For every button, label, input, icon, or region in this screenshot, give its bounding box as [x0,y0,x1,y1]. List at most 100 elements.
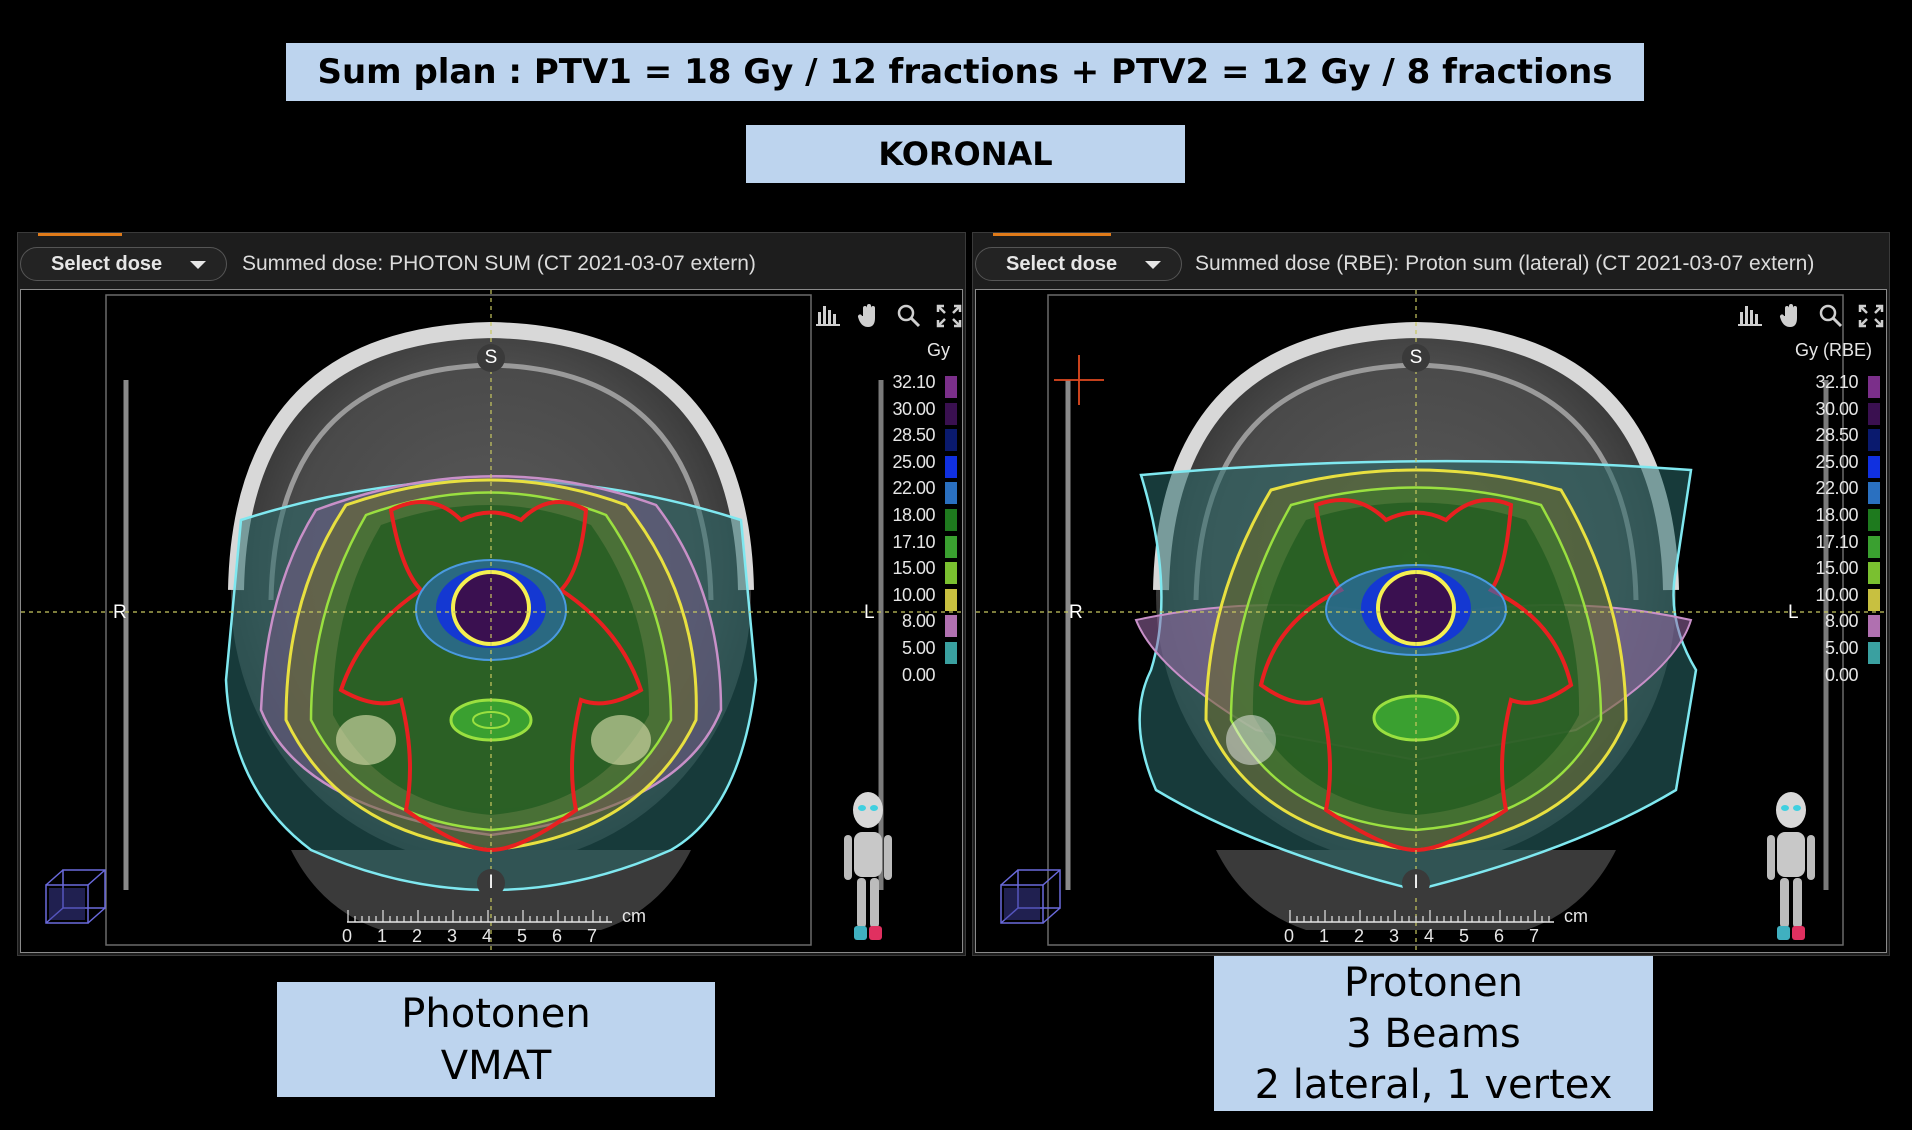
caption-line: Photonen [401,991,591,1037]
pan-hand-icon[interactable] [1776,302,1806,330]
legend-row: 8.00 [861,611,957,638]
legend-row: 25.00 [861,452,957,479]
orientation-right: R [1069,602,1083,623]
caption-line: 2 lateral, 1 vertex [1254,1062,1613,1108]
chevron-down-icon[interactable] [1145,261,1161,269]
legend-row: 0.00 [1784,665,1880,692]
select-dose-label: Select dose [1006,253,1118,275]
ruler-tick-label: 1 [1319,926,1330,946]
legend-value: 18.00 [1815,504,1858,525]
active-tab-indicator [993,233,1111,236]
legend-value: 28.50 [892,425,935,446]
legend-swatch [1868,615,1880,638]
legend-value: 28.50 [1815,425,1858,446]
fit-to-window-icon[interactable] [934,302,963,330]
legend-row: 30.00 [1784,399,1880,426]
ruler-tick-label: 2 [412,926,423,946]
ruler-tick-label: 0 [342,926,353,946]
ruler-tick-label: 6 [1494,926,1505,946]
dose-unit-label: Gy (RBE) [1795,340,1873,360]
select-dose-dropdown[interactable]: Select dose [975,247,1182,281]
fit-to-window-icon[interactable] [1856,302,1886,330]
legend-value: 30.00 [1815,398,1858,419]
pan-hand-icon[interactable] [854,302,884,330]
orientation-right: R [113,602,127,623]
patient-avatar-icon [844,792,892,940]
legend-value: 22.00 [892,478,935,499]
summed-dose-label: Summed dose: PHOTON SUM (CT 2021-03-07 e… [242,252,756,275]
legend-swatch [1868,535,1880,558]
zoom-icon[interactable] [894,302,924,330]
histogram-icon[interactable] [1736,302,1766,330]
view-cube-icon [49,888,85,920]
legend-value: 17.10 [1815,531,1858,552]
legend-row: 32.10 [861,372,957,399]
dose-toolbar: Select dose Summed dose (RBE): Proton su… [973,241,1889,281]
coronal-ct-dose-image[interactable] [976,290,1887,953]
legend-row: 18.00 [1784,505,1880,532]
dose-unit-label: Gy [927,340,951,360]
patient-avatar-icon [1767,792,1815,940]
zoom-icon[interactable] [1816,302,1846,330]
viewport-tools [814,302,963,330]
legend-value: 10.00 [1815,584,1858,605]
legend-row: 18.00 [861,505,957,532]
legend-row: 28.50 [861,425,957,452]
orientation-superior: S [477,344,505,372]
coronal-ct-dose-image[interactable] [21,290,963,953]
legend-value: 18.00 [892,504,935,525]
ruler-tick-label: 4 [482,926,493,946]
legend-row: 22.00 [1784,478,1880,505]
legend-swatch [945,376,957,398]
ruler-tick-label: 2 [1354,926,1365,946]
histogram-icon[interactable] [814,302,844,330]
legend-swatch [1868,455,1880,478]
ruler-tick-label: 1 [377,926,388,946]
chevron-down-icon[interactable] [190,261,206,269]
legend-row: 8.00 [1784,611,1880,638]
legend-row: 17.10 [861,532,957,559]
legend-row: 10.00 [1784,585,1880,612]
legend-value: 25.00 [1815,451,1858,472]
legend-value: 0.00 [901,664,936,685]
legend-swatch [1868,402,1880,425]
legend-value: 25.00 [892,451,935,472]
ruler-tick-label: 3 [447,926,458,946]
legend-value: 15.00 [892,558,935,579]
legend-row: 5.00 [1784,638,1880,665]
legend-value: 5.00 [1824,637,1859,658]
legend-value: 32.10 [892,372,935,392]
legend-row: 28.50 [1784,425,1880,452]
orientation-inferior: I [477,869,505,897]
legend-row: 10.00 [861,585,957,612]
legend-value: 8.00 [1824,611,1859,632]
summed-dose-label: Summed dose (RBE): Proton sum (lateral) … [1195,252,1815,275]
legend-swatch [945,588,957,611]
ruler-tick-label: 3 [1389,926,1400,946]
view-cube-icon [1004,888,1040,920]
legend-row: 17.10 [1784,532,1880,559]
view-orientation-banner: KORONAL [746,125,1185,183]
legend-row: 15.00 [861,558,957,585]
legend-row: 32.10 [1784,372,1880,399]
legend-row: 15.00 [1784,558,1880,585]
select-dose-dropdown[interactable]: Select dose [20,247,227,281]
ruler-tick-label: 7 [587,926,598,946]
orientation-superior: S [1402,344,1430,372]
legend-swatch [945,535,957,558]
legend-swatch [1868,482,1880,505]
legend-value: 17.10 [892,531,935,552]
legend-swatch [1868,508,1880,531]
orientation-left: L [864,602,875,623]
legend-swatch [1868,588,1880,611]
photon-dose-panel: Select dose Summed dose: PHOTON SUM (CT … [17,232,966,956]
legend-value: 15.00 [1815,558,1858,579]
dose-color-legend: 32.10 30.00 28.50 25.00 22.00 18.00 17.10 15.00… [861,372,957,691]
caption-line: 3 Beams [1346,1011,1521,1057]
legend-value: 30.00 [892,398,935,419]
legend-value: 10.00 [892,584,935,605]
ruler-tick-label: 6 [552,926,563,946]
